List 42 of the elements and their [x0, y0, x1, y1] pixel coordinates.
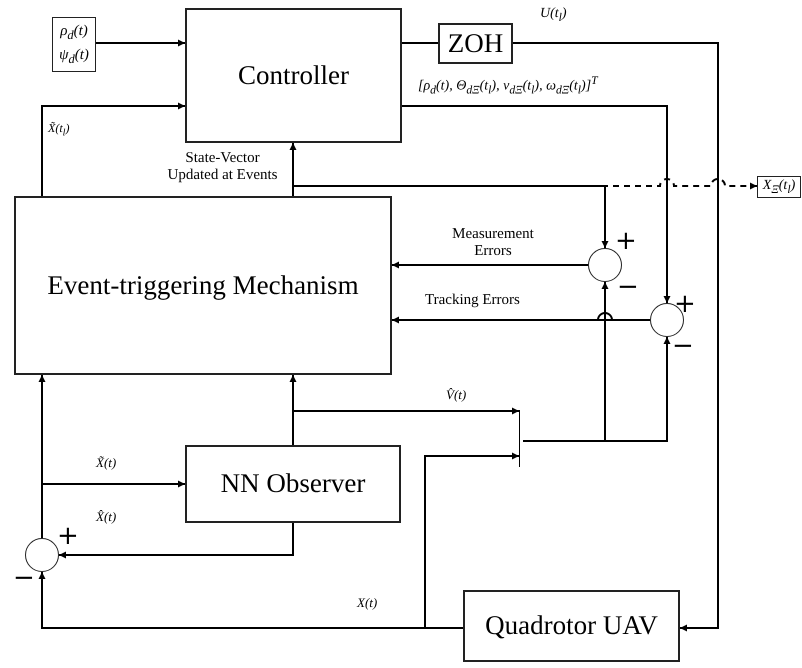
block-label: Controller — [238, 60, 349, 90]
arrow — [41, 480, 185, 538]
arrow — [513, 42, 719, 632]
sign-label: + — [615, 228, 637, 254]
summing-junction — [588, 248, 622, 282]
block-label: ZOH — [448, 28, 504, 58]
observer-block — [185, 445, 401, 523]
arrow — [96, 40, 185, 46]
zoh-block — [438, 23, 513, 64]
edge-label: Tracking Errors — [425, 292, 520, 310]
edge-label: X(t) — [357, 596, 378, 611]
controller-block — [185, 8, 402, 143]
edge-label: X̃(t) — [96, 456, 116, 471]
plant-block — [463, 590, 680, 662]
arrow — [392, 262, 588, 268]
summing-junction — [25, 538, 59, 572]
edge-label: X̂(t) — [96, 510, 116, 525]
block-label: ψ$_{d}$(t) — [59, 46, 89, 66]
arrow — [392, 312, 650, 324]
mux-bar — [519, 410, 523, 467]
sign-label: − — [617, 274, 639, 300]
block-label: Quadrotor UAV — [485, 611, 658, 641]
block-label: NN Observer — [220, 469, 366, 499]
arrow — [402, 105, 670, 303]
sign-label: − — [13, 565, 35, 591]
arrow — [424, 452, 519, 629]
arrow — [41, 102, 185, 196]
block-label: Event-triggering Mechanism — [47, 270, 359, 300]
output-box — [757, 176, 801, 198]
sign-label: + — [674, 291, 696, 317]
arrow — [59, 523, 294, 558]
edge-label: V̂(t) — [446, 388, 466, 403]
sign-label: + — [57, 523, 79, 549]
arrow — [292, 185, 608, 248]
arrow — [523, 337, 670, 442]
edge-label: [ρ$_{d}$(t), Θ$_{dΞ}$(t$_{l}$), ν$_{dΞ}$(t$_{l}$), ω$_{dΞ}$(t$_{l}$)]$^{T}$ — [418, 74, 598, 97]
block-label: X$_{Ξ}$(t$_{l}$) — [762, 178, 796, 196]
block-label: ρ$_{d}$(t) — [60, 22, 88, 42]
arrow — [292, 408, 519, 445]
input-box — [52, 17, 96, 72]
sign-label: − — [672, 333, 694, 359]
event-trigger-block — [14, 196, 392, 375]
